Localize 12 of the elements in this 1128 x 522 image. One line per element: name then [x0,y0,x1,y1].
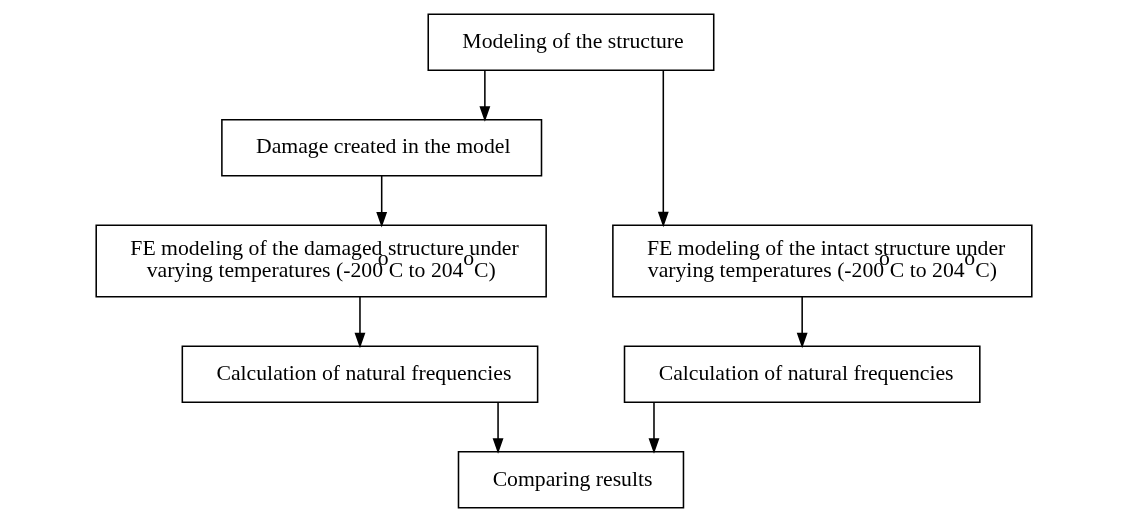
arrow [657,69,669,228]
arrow [376,174,388,228]
arrow [354,296,366,349]
arrow [492,401,504,454]
node-box: Calculation of natural frequencies [181,345,539,403]
arrow [796,296,808,349]
node-box: Comparing results [457,451,685,509]
node-box: Damage created in the model [221,119,543,177]
arrow [479,69,491,122]
arrow [648,401,660,454]
node-box: Modeling of the structure [427,13,715,71]
node-box: Calculation of natural frequencies [623,345,981,403]
